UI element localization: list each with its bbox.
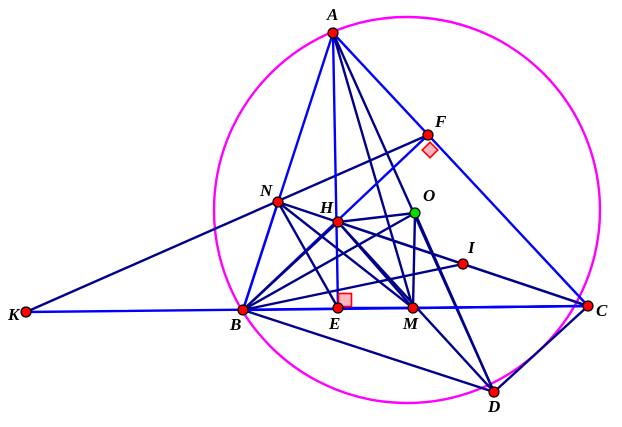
point-c[interactable] — [582, 300, 594, 312]
segment-B-N — [241, 200, 280, 312]
segment-A-C — [331, 31, 590, 308]
point-o[interactable] — [409, 207, 421, 219]
segment-B-D — [241, 308, 496, 394]
label-k: K — [7, 305, 21, 324]
point-m[interactable] — [407, 302, 419, 314]
point-k[interactable] — [20, 306, 32, 318]
segment-C-D — [492, 304, 590, 394]
label-h: H — [319, 198, 334, 217]
segment-K-N-F — [24, 133, 430, 314]
right-angle-at-F — [421, 141, 439, 159]
point-f[interactable] — [422, 129, 434, 141]
right-angle-marks-layer — [337, 141, 439, 308]
segment-A-M — [331, 31, 415, 310]
label-m: M — [402, 314, 419, 333]
label-b: B — [229, 315, 241, 334]
segment-N-M — [276, 200, 415, 310]
label-o: O — [423, 186, 435, 205]
circumcircle-layer — [212, 15, 602, 405]
segment-N-E — [276, 200, 340, 310]
segment-O-D — [413, 211, 496, 394]
segment-O-M — [411, 211, 417, 310]
right-angle-at-E — [337, 292, 353, 308]
circumcircle — [212, 15, 602, 405]
label-n: N — [259, 181, 273, 200]
points-layer — [20, 27, 594, 398]
point-n[interactable] — [272, 196, 284, 208]
point-h[interactable] — [332, 216, 344, 228]
segment-H-O — [336, 211, 417, 224]
point-e[interactable] — [332, 302, 344, 314]
label-c: C — [596, 301, 608, 320]
point-i[interactable] — [457, 258, 469, 270]
point-labels-layer: A F N H O I K B E M C D — [7, 5, 608, 416]
segment-B-I — [241, 262, 465, 312]
label-d: D — [487, 397, 500, 416]
point-a[interactable] — [327, 27, 339, 39]
label-e: E — [328, 314, 340, 333]
label-a: A — [326, 5, 338, 24]
segment-B-O — [241, 211, 417, 312]
point-d[interactable] — [488, 386, 500, 398]
segment-M-C — [411, 304, 590, 310]
label-i: I — [467, 238, 476, 257]
label-f: F — [434, 112, 447, 131]
point-b[interactable] — [237, 304, 249, 316]
segment-A-E — [331, 31, 340, 310]
segments-layer — [24, 31, 590, 394]
